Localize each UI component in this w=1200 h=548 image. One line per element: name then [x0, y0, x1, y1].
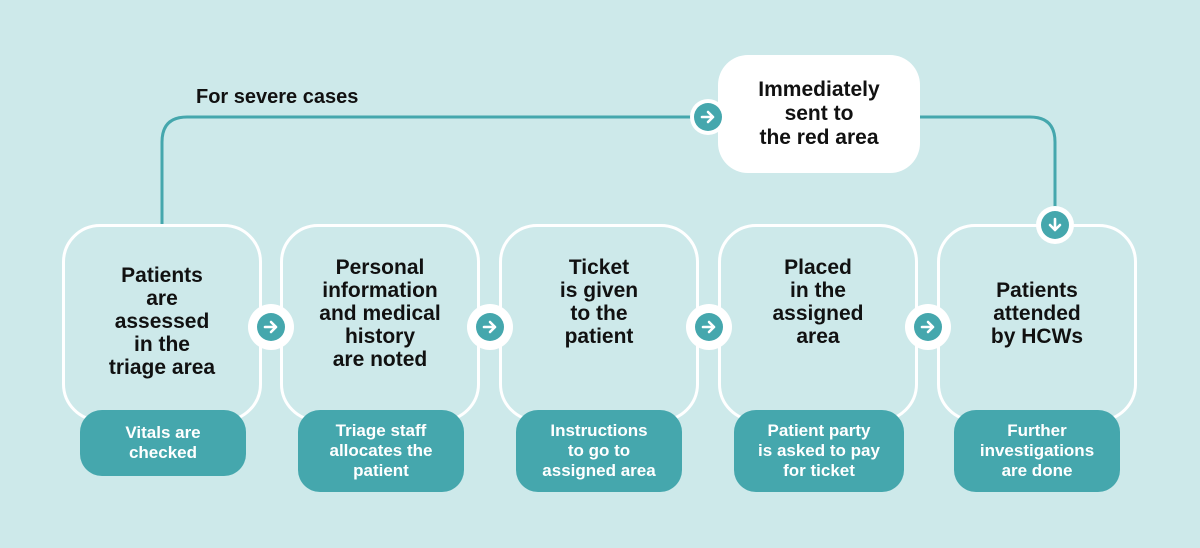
arrow-right-circle-icon: [690, 99, 726, 135]
red-area-box: Immediately sent to the red area: [718, 55, 920, 173]
step-4-text: Placed in the assigned area: [772, 256, 864, 348]
step-3-detail: Instructions to go to assigned area: [516, 410, 682, 492]
arrow-right-circle-icon: [248, 304, 294, 350]
arrow-down-circle-icon: [1036, 206, 1074, 244]
severe-connector-left: [160, 115, 718, 225]
arrow-right-circle-icon: [467, 304, 513, 350]
step-1-detail: Vitals are checked: [80, 410, 246, 476]
red-area-text: Immediately sent to the red area: [758, 78, 880, 149]
arrow-right-circle-icon: [905, 304, 951, 350]
step-2-box: Personal information and medical history…: [280, 224, 480, 422]
step-1-detail-text: Vitals are checked: [125, 423, 201, 462]
step-2-detail: Triage staff allocates the patient: [298, 410, 464, 492]
step-5-text: Patients attended by HCWs: [990, 278, 1084, 348]
step-4-detail-text: Patient party is asked to pay for ticket: [758, 421, 880, 480]
step-1-box: Patients are assessed in the triage area: [62, 224, 262, 422]
step-5-detail-text: Further investigations are done: [979, 421, 1095, 480]
step-5-box: Patients attended by HCWs: [937, 224, 1137, 422]
arrow-right-circle-icon: [686, 304, 732, 350]
step-2-text: Personal information and medical history…: [319, 255, 441, 371]
step-3-box: Ticket is given to the patient: [499, 224, 699, 422]
step-2-detail-text: Triage staff allocates the patient: [329, 421, 433, 480]
step-3-detail-text: Instructions to go to assigned area: [542, 421, 656, 480]
severe-connector-right: [920, 115, 1057, 210]
step-4-detail: Patient party is asked to pay for ticket: [734, 410, 904, 492]
step-3-text: Ticket is given to the patient: [559, 256, 639, 348]
step-1-text: Patients are assessed in the triage area: [108, 263, 216, 379]
step-4-box: Placed in the assigned area: [718, 224, 918, 422]
step-5-detail: Further investigations are done: [954, 410, 1120, 492]
severe-cases-label: For severe cases: [196, 86, 359, 108]
